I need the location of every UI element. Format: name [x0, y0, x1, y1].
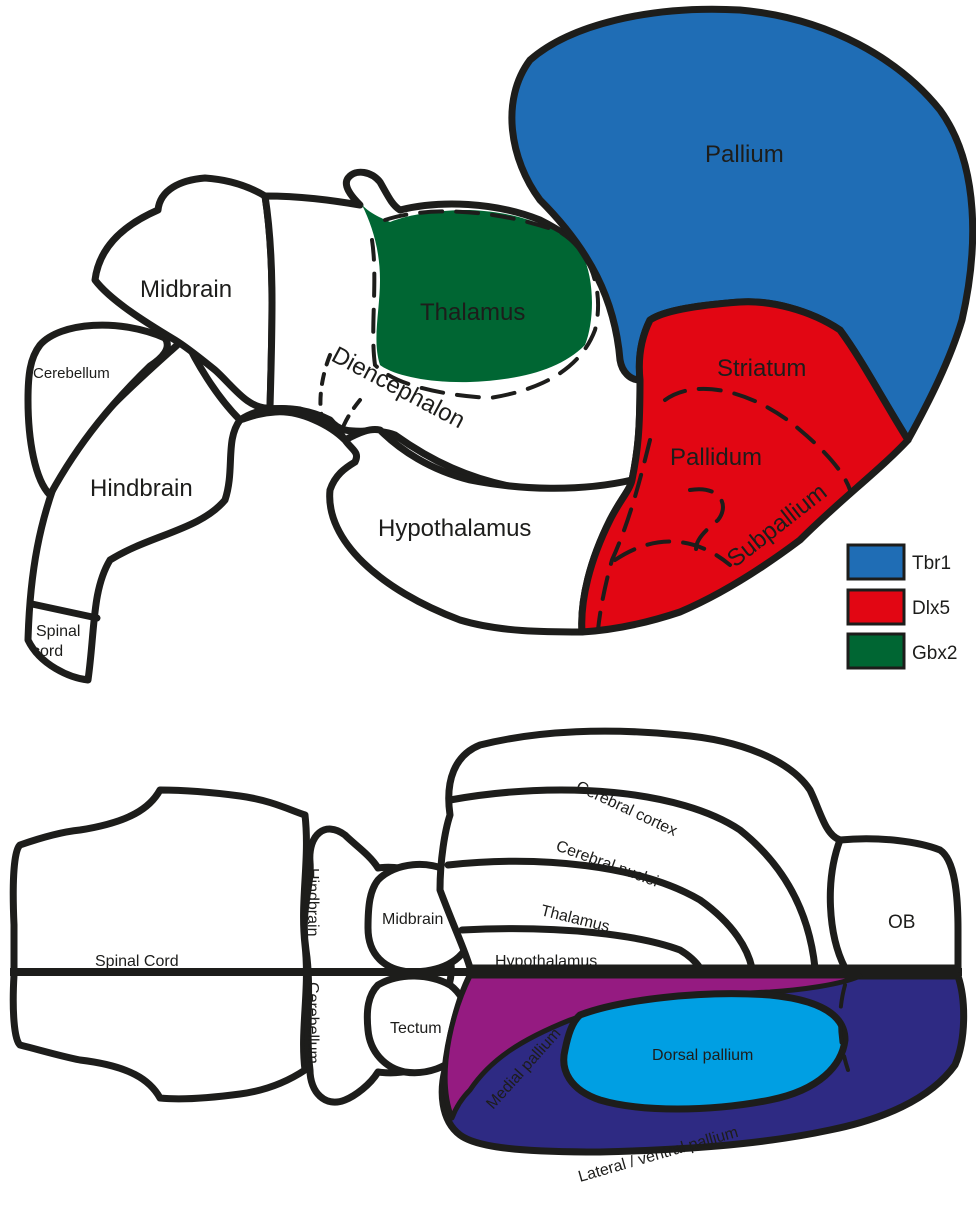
legend-swatch-tbr1: [848, 545, 904, 579]
label-thalamus: Thalamus: [420, 299, 525, 326]
legend-label-dlx5: Dlx5: [912, 598, 950, 619]
label-hypothalamus-dorsal: Hypothalamus: [495, 953, 597, 970]
label-cerebellum: Cerebellum: [33, 365, 110, 382]
legend-swatch-gbx2: [848, 634, 904, 668]
label-hindbrain-dorsal: Hindbrain: [304, 868, 321, 936]
label-ob: OB: [888, 912, 915, 933]
label-pallidum: Pallidum: [670, 444, 762, 471]
dorsal-brain-diagram: Cerebral cortex Cerebral nuclei Hindbrai…: [10, 731, 964, 1186]
legend-swatch-dlx5: [848, 590, 904, 624]
label-cord: cord: [32, 643, 63, 660]
label-spinal-cord: Spinal Cord: [95, 953, 179, 970]
legend-label-gbx2: Gbx2: [912, 643, 957, 664]
label-tectum: Tectum: [390, 1020, 442, 1037]
spinal-cord-region: [13, 790, 306, 1099]
forebrain-upper-region: [440, 731, 958, 968]
label-midbrain-dorsal: Midbrain: [382, 911, 443, 928]
sagittal-brain-diagram: Pallium Midbrain Thalamus Cerebellum Die…: [28, 9, 973, 680]
label-pallium: Pallium: [705, 141, 784, 168]
label-cerebellum-dorsal: Cerebellum: [304, 982, 321, 1064]
label-dorsal-pallium: Dorsal pallium: [652, 1047, 753, 1064]
label-hypothalamus: Hypothalamus: [378, 515, 531, 542]
label-spinal: Spinal: [36, 623, 80, 640]
label-midbrain: Midbrain: [140, 276, 232, 303]
legend: Tbr1 Dlx5 Gbx2: [848, 545, 957, 668]
label-hindbrain: Hindbrain: [90, 475, 193, 502]
label-striatum: Striatum: [717, 355, 806, 382]
legend-label-tbr1: Tbr1: [912, 553, 951, 574]
